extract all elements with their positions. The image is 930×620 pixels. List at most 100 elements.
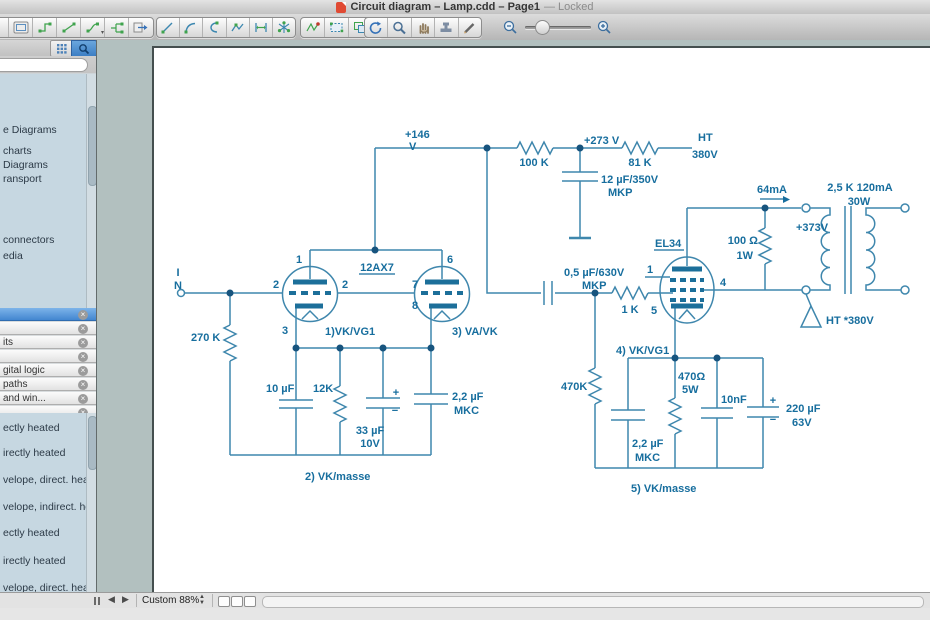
- zoom-slider-track[interactable]: [525, 26, 591, 29]
- close-icon[interactable]: ×: [78, 323, 88, 334]
- pin-label: 1: [296, 254, 302, 266]
- close-icon[interactable]: ×: [78, 337, 88, 348]
- clipped-tool-button[interactable]: [0, 18, 9, 37]
- label-underlines: [359, 249, 684, 275]
- net-label: +273 V: [584, 135, 620, 147]
- stamp-tool-button[interactable]: [435, 18, 459, 37]
- rotate-tool-button[interactable]: [365, 18, 389, 37]
- resistor-label: 470K: [561, 381, 587, 393]
- view-mode-button[interactable]: [244, 596, 256, 607]
- magnifier-icon: [393, 21, 406, 34]
- view-mode-button[interactable]: [231, 596, 243, 607]
- library-tab[interactable]: ×: [0, 322, 96, 335]
- capacitor-label: 33 µF: [356, 425, 385, 437]
- direct-connector-button[interactable]: [57, 18, 81, 37]
- line-tool-button[interactable]: [157, 18, 181, 37]
- resistor-label: 1W: [737, 250, 754, 262]
- bezier-tool-button[interactable]: [273, 18, 295, 37]
- tab-label: gital logic: [3, 365, 45, 376]
- library-item[interactable]: ransport: [3, 173, 42, 185]
- pin-label: 7: [412, 279, 418, 291]
- tab-label: its: [3, 337, 13, 348]
- reshape-tool-button[interactable]: [301, 18, 325, 37]
- elbow-connector-button[interactable]: [33, 18, 57, 37]
- drawing-canvas-area[interactable]: [96, 40, 930, 592]
- library-tab[interactable]: ×: [0, 350, 96, 363]
- polyline-tool-button[interactable]: [227, 18, 250, 37]
- dropdown-caret-icon[interactable]: ▾: [100, 30, 104, 36]
- shape-item[interactable]: irectly heated: [3, 447, 66, 459]
- status-bar: ◀ ▶ Custom 88% ▲▼: [0, 592, 930, 609]
- net-label: HT: [698, 132, 713, 144]
- zoom-slider: [503, 20, 615, 35]
- zoom-in-icon[interactable]: [597, 20, 612, 34]
- stage-label: 1)VK/VG1: [325, 326, 375, 338]
- shape-item[interactable]: velope, indirect. he: [3, 501, 86, 513]
- zoom-out-icon[interactable]: [503, 20, 518, 34]
- arc-tool-button[interactable]: [180, 18, 204, 37]
- tree-connector-button[interactable]: [105, 18, 129, 37]
- draw-tool-group: [156, 17, 296, 38]
- pan-tool-button[interactable]: [412, 18, 436, 37]
- dialog-tool-button[interactable]: [9, 18, 33, 37]
- smart-connector-button[interactable]: ▾: [81, 18, 105, 37]
- close-icon[interactable]: ×: [78, 309, 88, 320]
- capacitor-label: 10 µF: [266, 383, 295, 395]
- capacitor-label: 0,5 µF/630V: [564, 267, 625, 279]
- select-area-tool-button[interactable]: [325, 18, 349, 37]
- zoom-tool-button[interactable]: [388, 18, 412, 37]
- line-icon: [161, 22, 173, 34]
- close-icon[interactable]: ×: [78, 379, 88, 390]
- close-icon[interactable]: ×: [78, 407, 88, 413]
- library-item[interactable]: e Diagrams: [3, 124, 57, 136]
- zoom-stepper[interactable]: ▲▼: [199, 594, 205, 606]
- zoom-level-label[interactable]: Custom 88%: [142, 595, 200, 606]
- curve-tool-button[interactable]: [203, 18, 227, 37]
- splitter-icon[interactable]: [98, 597, 100, 605]
- library-tab-selected[interactable]: ×: [0, 308, 96, 321]
- shape-item[interactable]: ectly heated: [3, 422, 60, 434]
- shape-item[interactable]: velope, direct. heated: [3, 582, 86, 592]
- shape-item[interactable]: ectly heated: [3, 527, 60, 539]
- library-item[interactable]: edia: [3, 250, 23, 262]
- zoom-slider-thumb[interactable]: [535, 20, 550, 35]
- tube-envelopes: [281, 256, 715, 324]
- net-label: V: [409, 141, 417, 153]
- prev-page-button[interactable]: ◀: [108, 594, 115, 604]
- resistor-label: 270 K: [191, 332, 220, 344]
- library-item[interactable]: charts: [3, 145, 32, 157]
- smart-connector-icon: [86, 22, 99, 33]
- handle-tool-button[interactable]: [250, 18, 273, 37]
- horizontal-scrollbar[interactable]: [262, 596, 924, 608]
- current-label: 64mA: [757, 184, 787, 196]
- search-input[interactable]: [0, 58, 88, 72]
- close-icon[interactable]: ×: [78, 351, 88, 362]
- disconnect-button[interactable]: [129, 18, 152, 37]
- document-page[interactable]: [152, 46, 930, 592]
- close-icon[interactable]: ×: [78, 365, 88, 376]
- polarity-label: +: [770, 395, 776, 407]
- next-page-button[interactable]: ▶: [122, 594, 129, 604]
- shape-list: ectly heated irectly heated velope, dire…: [0, 413, 86, 592]
- pin-label: 6: [447, 254, 453, 266]
- library-item[interactable]: Diagrams: [3, 159, 48, 171]
- pen-icon: [464, 23, 475, 34]
- shape-item[interactable]: velope, direct. heated: [3, 474, 86, 486]
- shape-item[interactable]: irectly heated: [3, 555, 66, 567]
- library-tab[interactable]: and win...×: [0, 392, 96, 405]
- library-tab[interactable]: paths×: [0, 378, 96, 391]
- splitter-icon[interactable]: [94, 597, 96, 605]
- divider: [212, 594, 213, 607]
- library-tab[interactable]: gital logic ×: [0, 364, 96, 377]
- close-icon[interactable]: ×: [78, 393, 88, 404]
- format-painter-button[interactable]: [459, 18, 481, 37]
- locked-badge: — Locked: [543, 1, 594, 13]
- library-tab[interactable]: its ×: [0, 336, 96, 349]
- library-tab[interactable]: ×: [0, 406, 96, 413]
- terminals: [176, 203, 910, 298]
- capacitor-label: MKC: [635, 452, 660, 464]
- library-item[interactable]: connectors: [3, 234, 55, 246]
- select-area-icon: [329, 22, 343, 33]
- view-mode-button[interactable]: [218, 596, 230, 607]
